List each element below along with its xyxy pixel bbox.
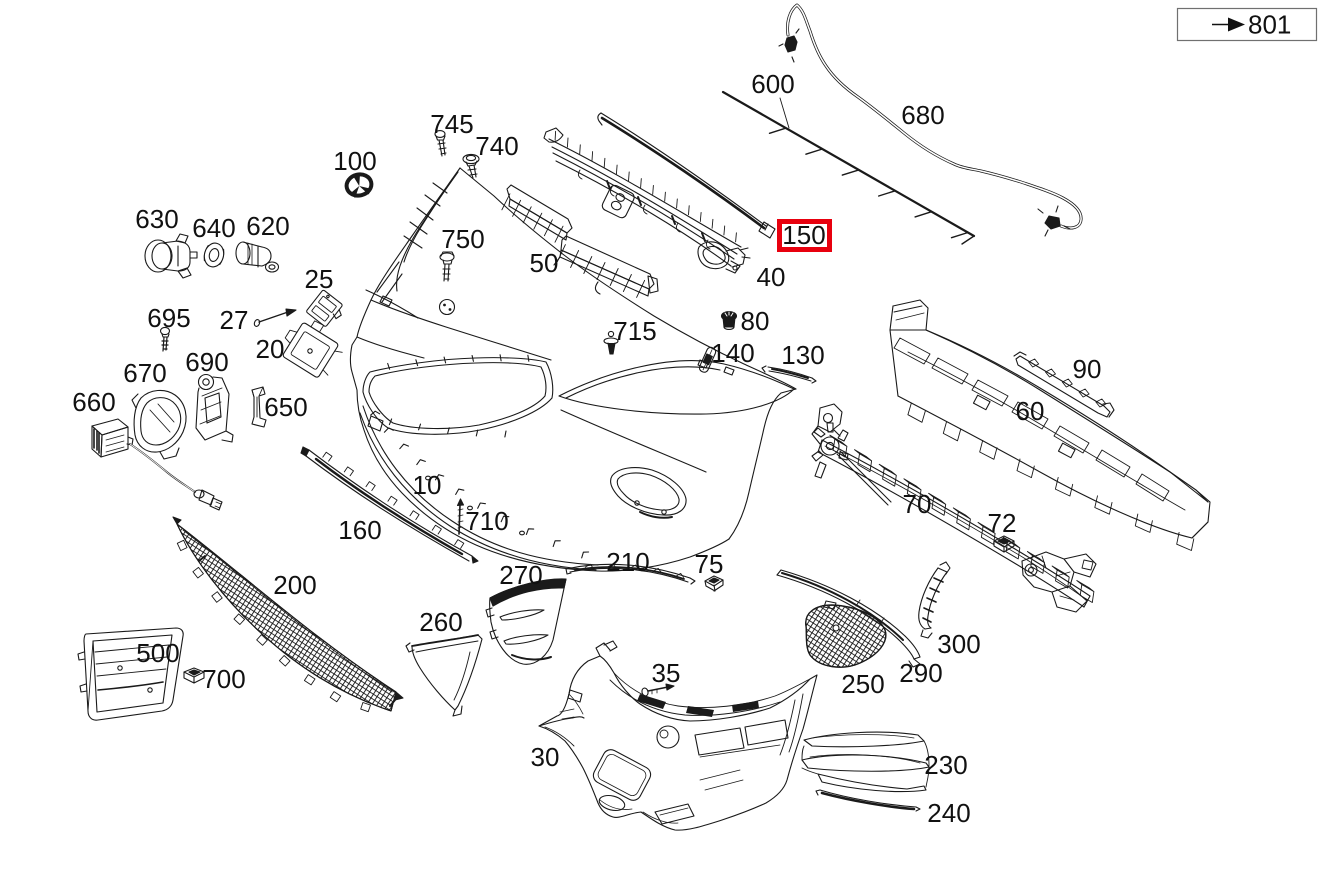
part-690-bracket-drawing — [195, 373, 234, 443]
part-callout-70[interactable]: 70 — [903, 489, 932, 519]
part-callout-40[interactable]: 40 — [757, 262, 786, 292]
part-callout-715[interactable]: 715 — [613, 316, 656, 346]
part-130-strip-drawing — [761, 365, 817, 384]
part-callout-20[interactable]: 20 — [256, 334, 285, 364]
part-callout-700[interactable]: 700 — [202, 664, 245, 694]
part-695-screw-drawing — [159, 326, 171, 352]
part-callout-240[interactable]: 240 — [927, 798, 970, 828]
part-callout-650[interactable]: 650 — [264, 392, 307, 422]
part-660-radar-drawing — [91, 418, 223, 511]
part-150-strip-drawing — [597, 112, 776, 239]
part-callout-630[interactable]: 630 — [135, 204, 178, 234]
part-715-rivet-drawing — [603, 330, 619, 355]
part-140-clip-drawing — [698, 346, 717, 373]
part-300-bracket-drawing — [918, 561, 951, 639]
part-callout-210[interactable]: 210 — [606, 547, 649, 577]
part-600-seal-drawing — [721, 90, 976, 245]
part-210-strip-drawing — [565, 563, 696, 585]
part-callout-10[interactable]: 10 — [413, 470, 442, 500]
reference-box-frame — [1176, 7, 1318, 42]
part-270-corner-drawing — [485, 578, 567, 665]
part-callout-620[interactable]: 620 — [246, 211, 289, 241]
part-callout-60[interactable]: 60 — [1016, 396, 1045, 426]
part-700-clip-drawing — [183, 667, 205, 684]
part-100-star-emblem-drawing — [344, 172, 374, 198]
part-680-hose-drawing — [778, 3, 1083, 237]
part-callout-150[interactable]: 150 — [782, 220, 825, 250]
part-callout-500[interactable]: 500 — [136, 638, 179, 668]
part-callout-300[interactable]: 300 — [937, 629, 980, 659]
part-290-strip-drawing — [776, 569, 921, 668]
part-240-strip-drawing — [815, 789, 921, 812]
part-callout-35[interactable]: 35 — [652, 658, 681, 688]
part-callout-680[interactable]: 680 — [901, 100, 944, 130]
part-50-grille-slats-drawing — [501, 184, 659, 298]
part-callout-710[interactable]: 710 — [465, 506, 508, 536]
part-callout-290[interactable]: 290 — [899, 658, 942, 688]
part-callout-740[interactable]: 740 — [475, 131, 518, 161]
part-callout-670[interactable]: 670 — [123, 358, 166, 388]
part-callout-695[interactable]: 695 — [147, 303, 190, 333]
part-75-clip-drawing — [704, 575, 724, 592]
part-70-beam-drawing — [811, 403, 1097, 613]
part-20-bracket-drawing — [282, 320, 343, 378]
part-callout-250[interactable]: 250 — [841, 669, 884, 699]
part-25-bracket-drawing — [306, 289, 343, 327]
part-callout-690[interactable]: 690 — [185, 347, 228, 377]
part-callout-200[interactable]: 200 — [273, 570, 316, 600]
part-670-bracket-drawing — [131, 389, 187, 460]
part-650-bracket-drawing — [251, 386, 267, 428]
part-160-strip-drawing — [300, 446, 479, 564]
part-260-corner-drawing — [405, 634, 483, 717]
part-200-grille-mesh-drawing — [172, 516, 404, 713]
part-callout-30[interactable]: 30 — [531, 742, 560, 772]
reference-box[interactable]: 801 — [1176, 7, 1318, 42]
part-745-screw-drawing — [434, 130, 447, 157]
part-250-mesh-drawing — [805, 600, 887, 668]
part-callout-660[interactable]: 660 — [72, 387, 115, 417]
part-callout-140[interactable]: 140 — [711, 338, 754, 368]
part-90-rail-drawing — [1013, 351, 1115, 418]
part-750-screw-drawing — [439, 251, 455, 282]
part-callout-75[interactable]: 75 — [695, 549, 724, 579]
part-callout-600[interactable]: 600 — [751, 69, 794, 99]
part-callout-72[interactable]: 72 — [988, 508, 1017, 538]
part-60-absorber-drawing — [889, 299, 1211, 551]
part-500-plate-bracket-drawing — [77, 627, 184, 721]
part-callout-230[interactable]: 230 — [924, 750, 967, 780]
part-callout-100[interactable]: 100 — [333, 146, 376, 176]
part-callout-640[interactable]: 640 — [192, 213, 235, 243]
right-arrow-icon — [1212, 17, 1245, 32]
part-230-fins-drawing — [801, 731, 930, 793]
part-callout-27[interactable]: 27 — [220, 305, 249, 335]
part-27-pin-drawing — [253, 308, 297, 327]
part-72-clip-drawing — [993, 535, 1015, 553]
part-callout-130[interactable]: 130 — [781, 340, 824, 370]
part-callout-25[interactable]: 25 — [305, 264, 334, 294]
part-40-trim-assembly-drawing — [543, 127, 751, 274]
part-80-grommet-drawing — [720, 310, 738, 330]
part-710-screw-drawing — [456, 498, 465, 535]
reference-box-label: 801 — [1248, 10, 1291, 40]
part-callout-80[interactable]: 80 — [741, 306, 770, 336]
part-30-lower-cover-drawing — [538, 640, 818, 831]
part-callout-260[interactable]: 260 — [419, 607, 462, 637]
part-callout-50[interactable]: 50 — [530, 248, 559, 278]
part-620-sensor-drawing — [235, 241, 280, 273]
part-740-screw-drawing — [462, 153, 480, 179]
part-630-camera-drawing — [144, 233, 198, 279]
part-callout-270[interactable]: 270 — [499, 560, 542, 590]
part-callout-745[interactable]: 745 — [430, 109, 473, 139]
part-640-ring-drawing — [203, 242, 225, 268]
part-callout-90[interactable]: 90 — [1073, 354, 1102, 384]
part-callout-750[interactable]: 750 — [441, 224, 484, 254]
part-bumper-cover-drawing — [349, 167, 892, 572]
highlight-box — [777, 219, 832, 252]
part-callout-160[interactable]: 160 — [338, 515, 381, 545]
